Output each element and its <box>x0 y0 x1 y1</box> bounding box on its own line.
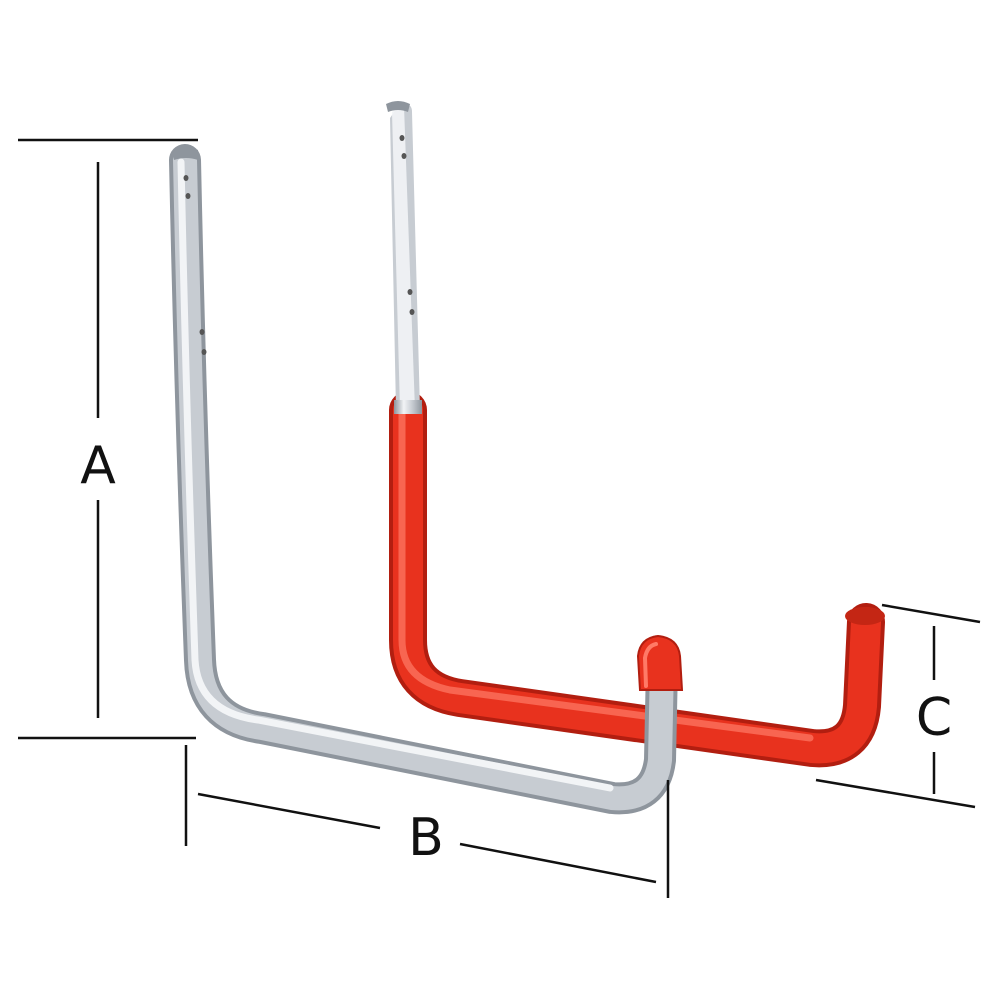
hole-icon <box>201 349 207 355</box>
dim-b-line-left <box>197 792 381 830</box>
hole-icon <box>401 153 407 159</box>
hole-icon <box>185 193 191 199</box>
dim-c-top-extension <box>881 603 981 624</box>
dimension-label-a: A <box>70 440 126 492</box>
hole-icon <box>399 135 405 141</box>
dimension-lines <box>18 138 981 898</box>
dim-b-line-right <box>459 842 657 884</box>
dimension-label-c: C <box>906 692 962 744</box>
hole-icon <box>409 309 415 315</box>
dim-c-bottom-extension <box>815 778 976 809</box>
hole-icon <box>199 329 205 335</box>
coated-hook-icon <box>386 101 885 768</box>
dimension-label-b: B <box>398 812 454 864</box>
galvanized-hook-icon <box>169 144 684 815</box>
hole-icon <box>407 289 413 295</box>
hole-icon <box>183 175 189 181</box>
coated-hook-tip <box>845 607 885 625</box>
